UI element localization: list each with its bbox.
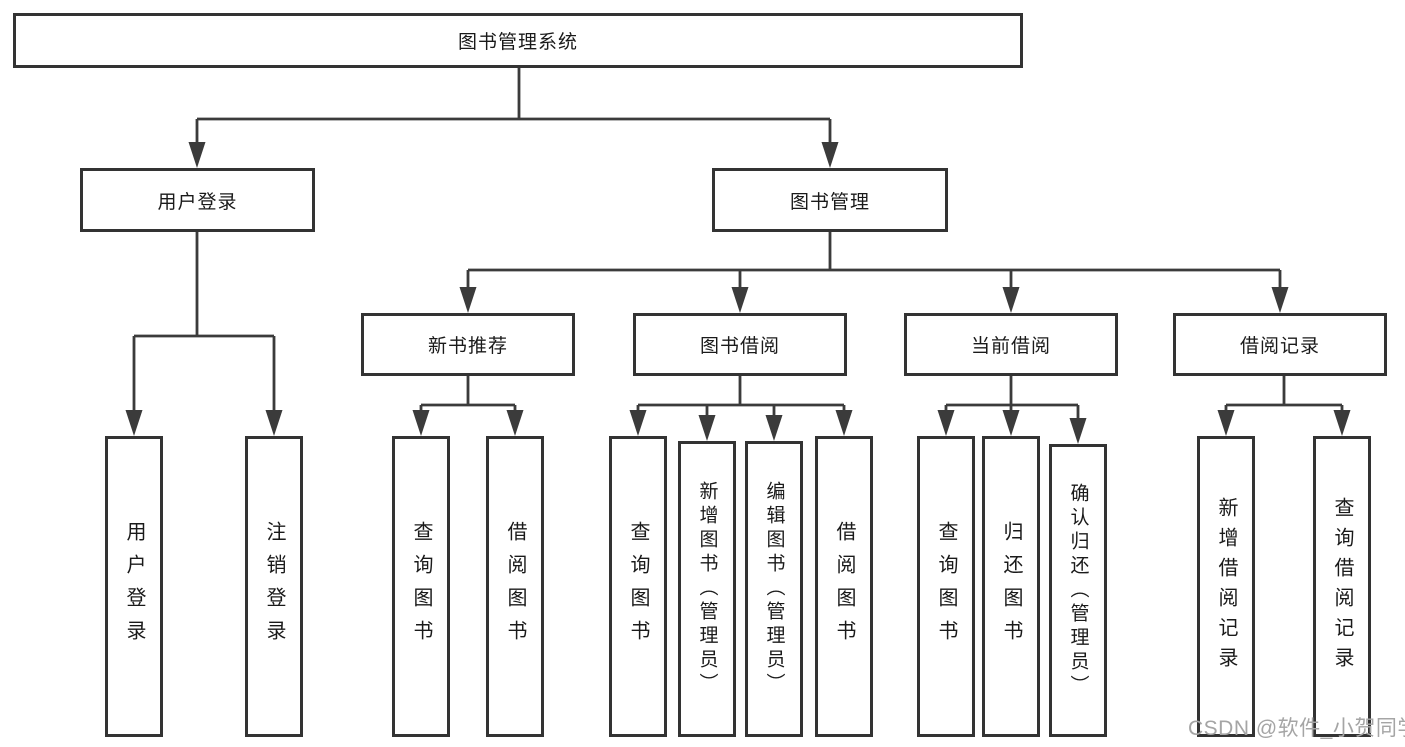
leaf-borrow-books-borrowing: 借阅图书 (815, 436, 873, 737)
arrow-down-icon (412, 410, 430, 436)
leaf-borrow-books-recommend: 借阅图书 (486, 436, 544, 737)
arrow-down-icon (1333, 410, 1351, 436)
node-borrowing-records: 借阅记录 (1173, 313, 1387, 376)
leaf-return-books: 归还图书 (982, 436, 1040, 737)
leaf-add-books-admin: 新增图书（管理员） (678, 441, 736, 737)
arrow-down-icon (937, 410, 955, 436)
edge-curborrow-to-leaves (944, 376, 1080, 422)
edge-newrec-to-leaves (419, 376, 517, 414)
leaf-add-borrow-record: 新增借阅记录 (1197, 436, 1255, 737)
leaf-logout-login: 注销登录 (245, 436, 303, 737)
leaf-query-books-recommend: 查询图书 (392, 436, 450, 737)
node-user-login-branch: 用户登录 (80, 168, 315, 232)
node-current-borrowing: 当前借阅 (904, 313, 1118, 376)
node-book-management-branch: 图书管理 (712, 168, 948, 232)
csdn-watermark: CSDN @软件_小贺同学 (1188, 717, 1405, 740)
edge-borrowrec-to-leaves (1224, 376, 1344, 414)
arrow-down-icon (765, 415, 783, 441)
arrow-down-icon (265, 410, 283, 436)
leaf-query-borrow-record: 查询借阅记录 (1313, 436, 1371, 737)
arrowhead-icons (125, 142, 1351, 444)
arrow-down-icon (125, 410, 143, 436)
arrow-down-icon (1271, 287, 1289, 313)
arrow-down-icon (1002, 287, 1020, 313)
arrow-down-icon (188, 142, 206, 168)
arrow-down-icon (1002, 410, 1020, 436)
leaf-edit-books-admin: 编辑图书（管理员） (745, 441, 803, 737)
arrow-down-icon (506, 410, 524, 436)
leaf-confirm-return-admin: 确认归还（管理员） (1049, 444, 1107, 737)
arrow-down-icon (1217, 410, 1235, 436)
edge-bookmgmt-to-level3 (466, 232, 1282, 291)
edge-root-to-level2 (195, 68, 832, 146)
node-book-borrowing: 图书借阅 (633, 313, 847, 376)
edge-bookborrow-to-leaves (636, 376, 846, 419)
arrow-down-icon (629, 410, 647, 436)
leaf-query-books-current: 查询图书 (917, 436, 975, 737)
leaf-user-login: 用户登录 (105, 436, 163, 737)
node-library-management-system: 图书管理系统 (13, 13, 1023, 68)
edge-userlogin-to-leaves (132, 232, 276, 414)
arrow-down-icon (821, 142, 839, 168)
leaf-query-books-borrowing: 查询图书 (609, 436, 667, 737)
arrow-down-icon (1069, 418, 1087, 444)
arrow-down-icon (731, 287, 749, 313)
arrow-down-icon (698, 415, 716, 441)
arrow-down-icon (835, 410, 853, 436)
arrow-down-icon (459, 287, 477, 313)
node-new-book-recommendation: 新书推荐 (361, 313, 575, 376)
